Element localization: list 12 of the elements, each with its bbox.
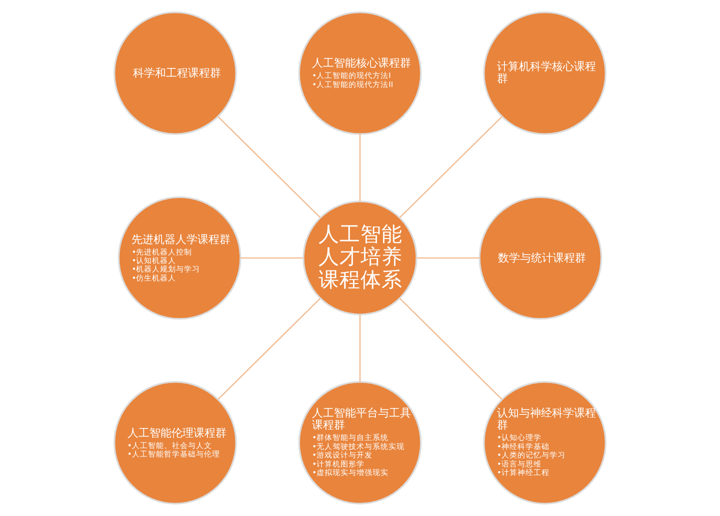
connector [240,257,304,259]
connector [359,134,361,202]
connector [400,298,502,400]
connector [416,257,480,259]
connector [359,314,361,382]
node-circle: 科学和工程课程群 [114,12,237,135]
connector [218,298,320,400]
node-circle: 人工智能人才培养课程体系 [302,200,418,316]
connector [399,116,502,218]
node-circle: 数学与统计课程群 [478,196,602,320]
connector [218,116,321,218]
node-circle: 计算机科学核心课程群 [483,12,606,135]
